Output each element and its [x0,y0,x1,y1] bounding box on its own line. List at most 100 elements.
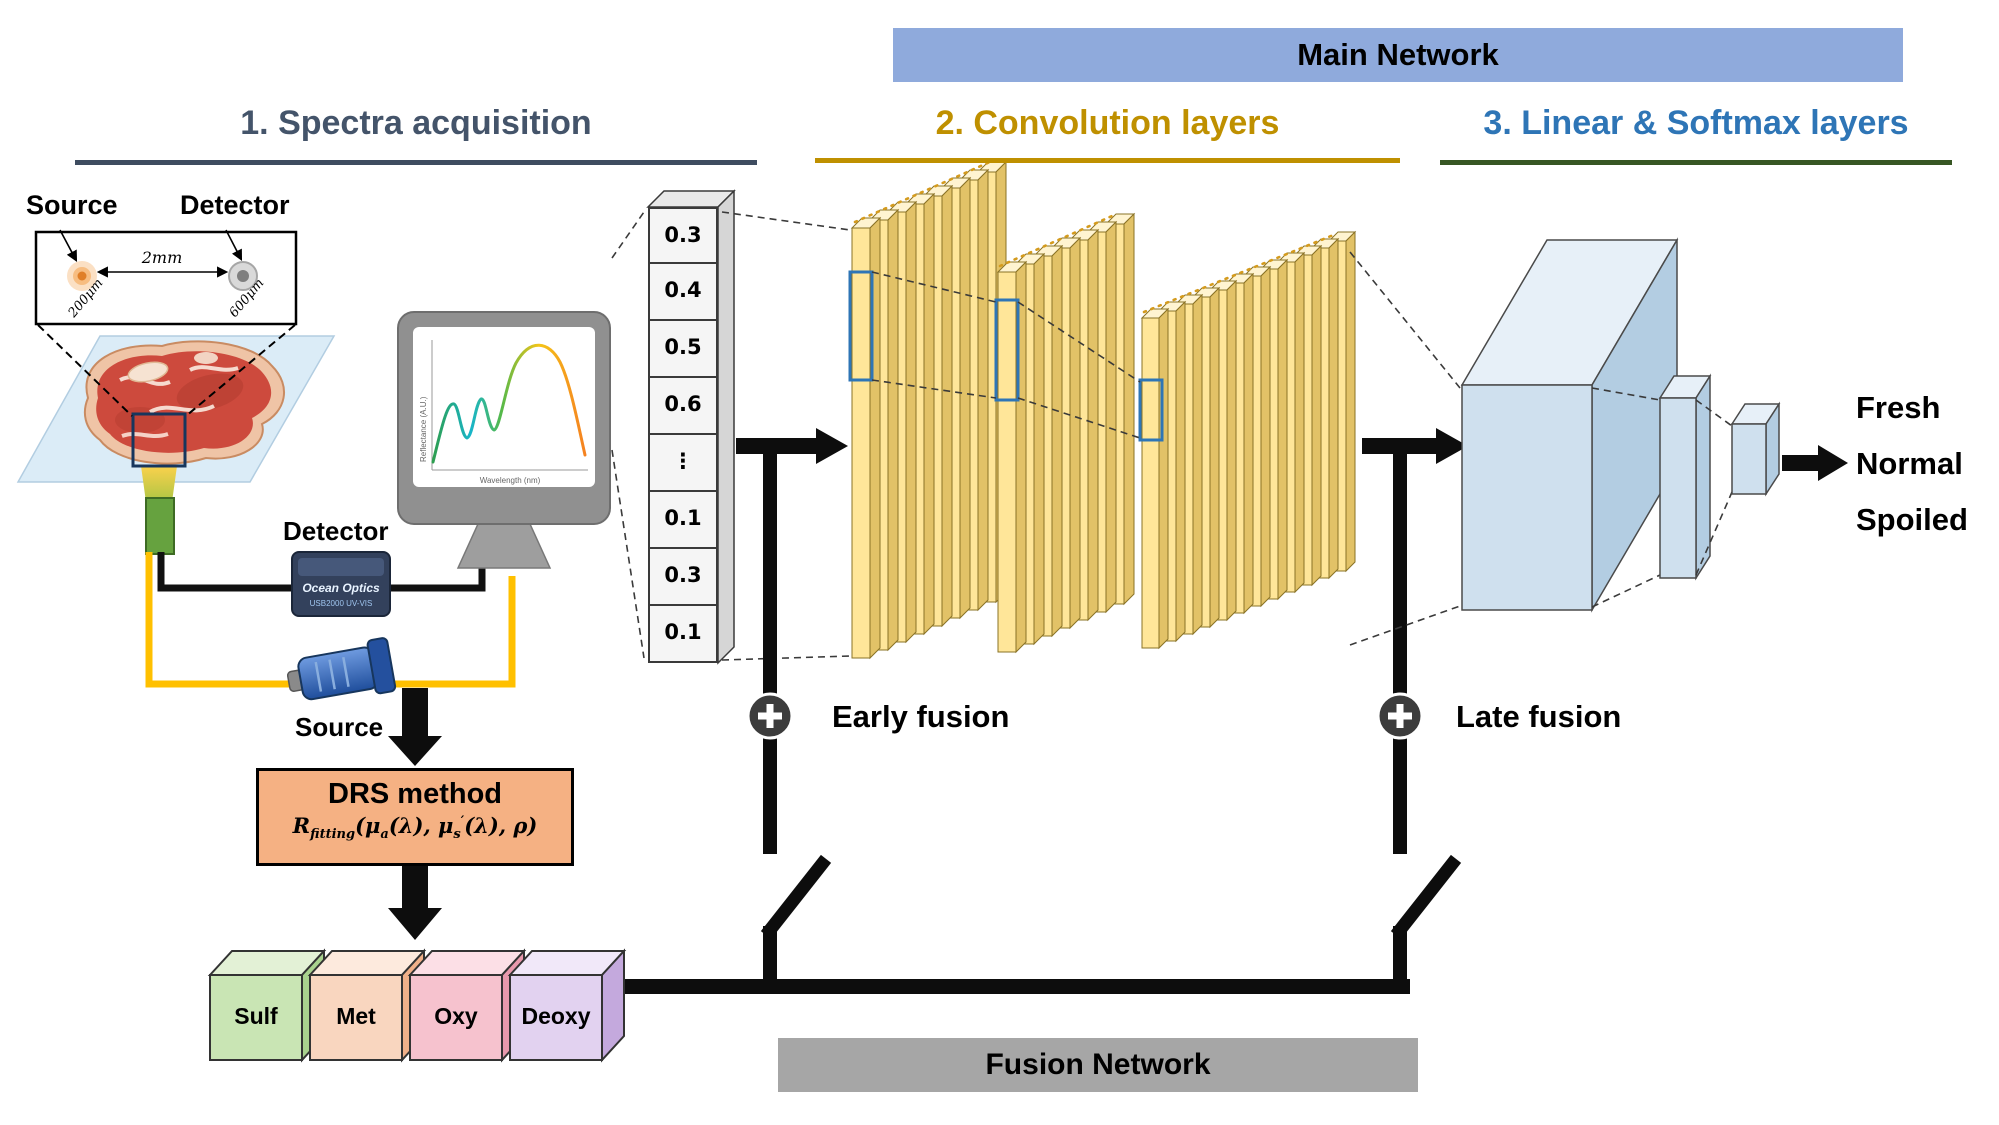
softmax-layer-small [1730,401,1781,497]
cube-label-oxy: Oxy [434,1003,478,1029]
early-fusion-switch [760,854,832,940]
formula-part: ′ [460,814,465,829]
cube-label-sulf: Sulf [234,1003,278,1029]
cube-label-met: Met [336,1003,376,1029]
flatten-line [1591,574,1661,608]
cube-deoxy [507,948,627,1063]
early-fusion-stub [763,926,777,988]
zoom-line-right [185,324,296,417]
class-label-spoiled: Spoiled [1856,502,1968,537]
kernel-map-line [871,271,997,303]
section-3-underline [1440,160,1952,165]
detector-device-label: Detector [283,516,389,546]
spectrometer-brand: Ocean Optics [302,581,380,595]
vector-cell: 0.1 [648,606,718,663]
class-label-normal: Normal [1856,446,1963,481]
vector-cell: 0.6 [648,378,718,435]
meat-sample [83,340,286,465]
softmax-line [1695,491,1733,576]
late-fusion-stub [1393,926,1407,988]
cube-label-deoxy: Deoxy [521,1003,591,1029]
late-fusion-plus-icon [1376,692,1424,740]
section-1-title: 1. Spectra acquisition [240,104,592,142]
formula-part: ) [527,813,538,838]
probe-tip [145,497,175,555]
spectrum-vector: 0.3 0.4 0.5 0.6 ⋮ 0.1 0.3 0.1 [648,207,718,663]
spectrometer-model: USB2000 UV-VIS [310,599,373,608]
formula-part: s [453,827,461,843]
drs-formula: Rfitting(μa(λ), μs′(λ), ρ) [259,813,571,842]
probe-geometry-box: 2mm 200μm 600μm [34,229,298,326]
vector-to-conv-line [721,211,851,231]
formula-part: (λ), [464,813,514,838]
formula-part: fitting [310,827,356,843]
conv1-top-dotted [853,159,994,224]
formula-part: μ [365,813,381,838]
conv-group-1 [851,161,1007,659]
to-cubes-arrowhead [388,908,442,940]
section-1-underline [75,160,757,165]
conv-to-linear-dashed [1349,251,1461,389]
vector-to-conv-line [721,655,851,661]
section-3-title: 3. Linear & Softmax layers [1483,104,1909,142]
kernel-map-line [1017,397,1141,439]
formula-part: ( [355,813,366,838]
output-arrow [1782,455,1818,471]
vector-cell: 0.3 [648,207,718,264]
conv-to-linear-arrowhead [1436,428,1468,464]
measurement-site-box [131,412,187,468]
fusion-bus-line [620,979,1410,994]
zoom-line-left [37,324,133,417]
late-fusion-label: Late fusion [1456,699,1622,734]
monitor-to-vector-line [611,211,645,259]
softmax-line [1695,399,1733,427]
output-arrowhead [1818,445,1848,481]
early-fusion-plus-icon [746,692,794,740]
vector-cell: 0.5 [648,321,718,378]
fusion-network-banner: Fusion Network [778,1038,1418,1092]
late-fusion-line [1393,440,1407,854]
formula-part: ρ [513,813,528,838]
monitor: Reflectance (A.U.) Wavelength (nm) [397,311,611,569]
kernel-map-line [871,379,997,399]
kernel-window-1 [848,270,874,382]
kernel-window-3 [1138,378,1164,442]
linear-layer-medium [1658,373,1712,581]
kernel-window-2 [994,298,1020,402]
linear-layer-large [1460,237,1679,613]
vector-side-face [717,189,735,665]
spectrometer-device: Ocean Optics USB2000 UV-VIS [291,551,391,617]
early-fusion-line [763,440,777,854]
separation-label: 2mm [141,248,183,267]
section-2-underline [815,158,1400,163]
to-drs-arrow [402,688,428,738]
vector-cell: 0.1 [648,492,718,549]
section-2-title: 2. Convolution layers [935,104,1280,142]
conv-group-3 [1141,231,1356,649]
plot-ylabel: Reflectance (A.U.) [419,396,428,462]
class-label-fresh: Fresh [1856,390,1941,425]
formula-part: μ [438,813,454,838]
drs-method-box: DRS method Rfitting(μa(λ), μs′(λ), ρ) [256,768,574,866]
drs-title: DRS method [328,778,502,810]
formula-part: R [292,813,311,838]
conv-group-2 [997,213,1135,653]
light-beam [141,466,177,502]
monitor-to-vector-line [611,449,645,659]
early-fusion-label: Early fusion [832,699,1010,734]
source-label-top: Source [26,190,118,220]
light-source-device [286,637,397,701]
detector-label-top: Detector [180,190,290,220]
to-cubes-arrow [402,866,428,910]
vector-cell: 0.4 [648,264,718,321]
to-drs-arrowhead [388,736,442,766]
plot-xlabel: Wavelength (nm) [480,476,541,485]
vector-to-conv-arrowhead [816,428,848,464]
conv-to-linear-dashed [1349,605,1461,646]
vector-cell: ⋮ [648,435,718,492]
vector-cell: 0.3 [648,549,718,606]
source-device-label: Source [295,712,384,742]
formula-part: a [380,827,389,843]
